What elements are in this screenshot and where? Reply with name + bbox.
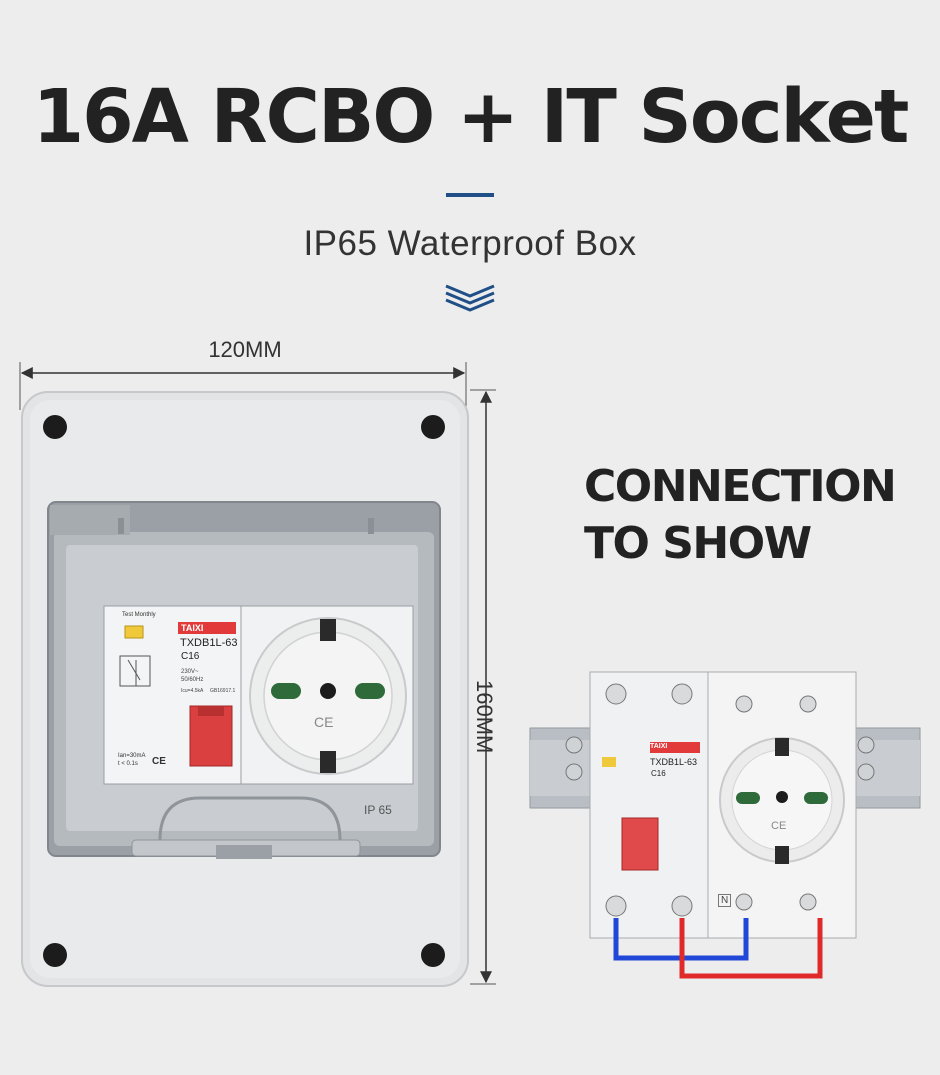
waterproof-enclosure: [21, 391, 469, 987]
ip-rating-label: IP 65: [364, 803, 392, 817]
spec-voltage: 230V~: [181, 669, 199, 675]
connection-heading: CONNECTION TO SHOW: [584, 458, 897, 572]
brand-badge: [178, 622, 236, 634]
rating-label: C16: [181, 651, 200, 662]
standard-code-label: GB16917.1: [210, 688, 236, 694]
title-underline: [446, 193, 494, 197]
residual-label: Ian=30mA t < 0.1s: [118, 752, 146, 768]
demo-breaker-handle: [621, 817, 659, 871]
cover-latch: [158, 796, 342, 841]
connection-demo: [529, 671, 921, 979]
chevron-down-icon: [445, 284, 495, 312]
demo-model-label: TXDB1L-63: [650, 757, 698, 767]
page-title: 16A RCBO + IT Socket: [32, 74, 910, 160]
demo-rating-label: C16: [651, 769, 666, 778]
height-dimension-line: [470, 389, 496, 985]
screw-bottom-right: [421, 943, 445, 967]
screw-top-right: [421, 415, 445, 439]
residual-current: Ian=30mA: [118, 753, 146, 759]
width-dimension-line: [19, 362, 467, 410]
icu-label: Icu=4.5kA: [181, 688, 204, 694]
red-wire: [679, 918, 823, 979]
demo-socket-ce-mark: CE: [771, 820, 787, 832]
socket-ce-mark: CE: [314, 714, 334, 730]
spec-label: 230V~ 50/60Hz: [181, 668, 203, 684]
width-dimension-label: 120MM: [208, 337, 282, 362]
model-label: TXDB1L-63: [180, 637, 238, 649]
breaker-ce-mark: CE: [152, 756, 166, 767]
connection-line-2: TO SHOW: [584, 518, 812, 569]
test-monthly-label: Test Monthly: [122, 612, 156, 618]
screw-bottom-left: [43, 943, 67, 967]
demo-brand-label: TAIXI: [650, 743, 668, 750]
connection-line-1: CONNECTION: [584, 461, 897, 512]
screw-top-left: [43, 415, 67, 439]
page-subtitle: IP65 Waterproof Box: [303, 224, 637, 263]
brand-label: TAIXI: [181, 623, 204, 633]
test-button: [124, 625, 144, 639]
trip-time: t < 0.1s: [118, 761, 138, 767]
it-socket: [249, 617, 407, 775]
demo-breaker: [589, 671, 709, 939]
neutral-terminal-label: N: [718, 894, 732, 907]
spec-frequency: 50/60Hz: [181, 677, 204, 683]
